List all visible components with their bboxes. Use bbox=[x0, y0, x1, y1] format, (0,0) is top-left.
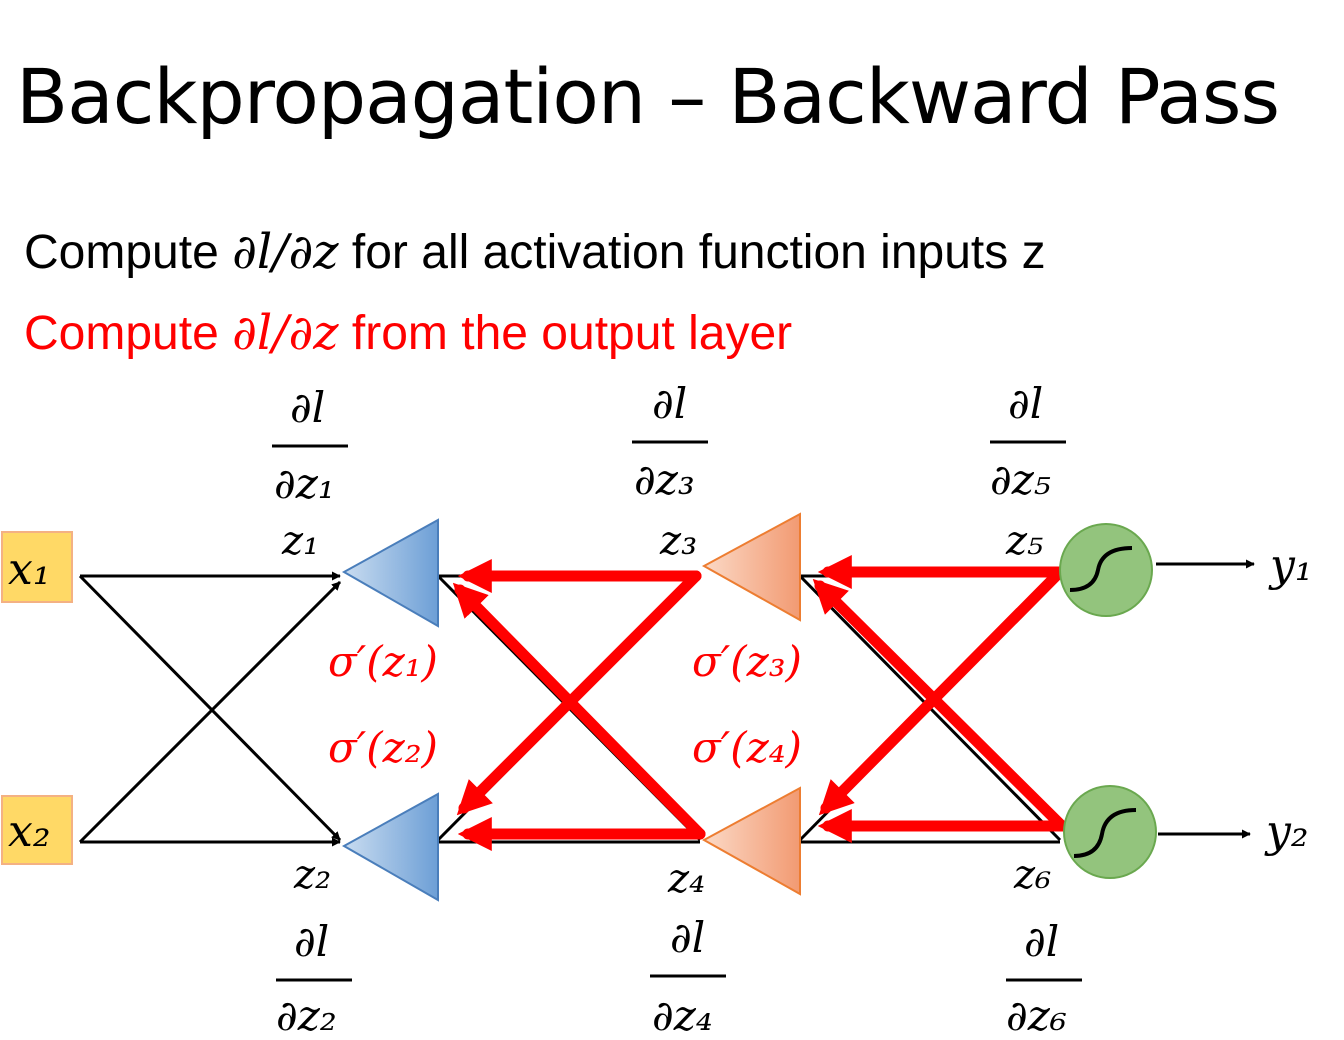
grad-den-6: ∂z₆ bbox=[1006, 991, 1067, 1040]
grad-num-2: ∂l bbox=[294, 917, 329, 966]
subtitle-line-1: Compute ∂l/∂z for all activation functio… bbox=[24, 224, 1046, 280]
grad-den-4: ∂z₄ bbox=[652, 991, 713, 1040]
grad-den-3: ∂z₃ bbox=[634, 455, 695, 504]
output-neuron-2 bbox=[1063, 785, 1157, 879]
x2-label: x₂ bbox=[8, 806, 50, 857]
back-z5-z4 bbox=[818, 566, 1066, 816]
edge-x1-z2 bbox=[78, 574, 342, 842]
input-x2: x₂ bbox=[1, 795, 73, 865]
z5-label: z₅ bbox=[1005, 518, 1043, 564]
neuron-triangle-4 bbox=[701, 786, 801, 896]
grad-fraction-2: ∂l ∂z₂ bbox=[276, 917, 352, 1040]
grad-num-5: ∂l bbox=[1008, 379, 1043, 428]
line1-suffix: for all activation function inputs z bbox=[338, 226, 1046, 279]
grad-num-4: ∂l bbox=[670, 913, 705, 962]
back-z3-z2 bbox=[456, 570, 702, 816]
neuron-triangle-1 bbox=[341, 518, 439, 628]
sigma-z4-label: σ′(z₄) bbox=[692, 723, 802, 772]
back-z6-z3 bbox=[812, 578, 1068, 832]
grad-num-6: ∂l bbox=[1024, 917, 1059, 966]
grad-den-5: ∂z₅ bbox=[990, 455, 1051, 504]
line2-suffix: from the output layer bbox=[338, 307, 793, 360]
grad-fraction-1: ∂l ∂z₁ bbox=[272, 383, 348, 508]
z4-label: z₄ bbox=[667, 856, 705, 902]
x1-label: x₁ bbox=[8, 544, 50, 595]
line1-math: ∂l/∂z bbox=[232, 224, 339, 280]
sigmoid-icon bbox=[1069, 546, 1133, 592]
line2-math: ∂l/∂z bbox=[232, 305, 339, 361]
grad-num-1: ∂l bbox=[290, 383, 325, 432]
sigma-z1-label: σ′(z₁) bbox=[328, 637, 438, 686]
back-z4-z1 bbox=[452, 582, 706, 840]
sigma-z3-label: σ′(z₃) bbox=[692, 637, 802, 686]
grad-den-1: ∂z₁ bbox=[274, 459, 335, 508]
z-labels: z₁ z₂ z₃ z₄ z₅ z₆ bbox=[281, 518, 1051, 902]
sigmoid-icon bbox=[1073, 808, 1137, 858]
grad-den-2: ∂z₂ bbox=[276, 991, 337, 1040]
sigma-labels: σ′(z₁) σ′(z₂) σ′(z₃) σ′(z₄) bbox=[328, 637, 802, 772]
line1-prefix: Compute bbox=[24, 226, 233, 279]
line2-prefix: Compute bbox=[24, 307, 233, 360]
grad-fraction-3: ∂l ∂z₃ bbox=[632, 379, 708, 504]
z2-label: z₂ bbox=[293, 852, 331, 898]
grad-fraction-4: ∂l ∂z₄ bbox=[650, 913, 726, 1040]
grad-num-3: ∂l bbox=[652, 379, 687, 428]
page-title: Backpropagation – Backward Pass bbox=[16, 52, 1280, 141]
edge-x2-z1 bbox=[78, 580, 342, 844]
neuron-triangle-2 bbox=[341, 792, 439, 902]
grad-fraction-6: ∂l ∂z₆ bbox=[1006, 917, 1082, 1040]
y2-label: y₂ bbox=[1264, 806, 1309, 857]
neuron-triangle-3 bbox=[701, 512, 801, 622]
y1-label: y₁ bbox=[1268, 540, 1313, 591]
sigma-z2-label: σ′(z₂) bbox=[328, 723, 438, 772]
z1-label: z₁ bbox=[281, 518, 319, 564]
z6-label: z₆ bbox=[1013, 852, 1051, 898]
backward-edges bbox=[452, 555, 1068, 851]
output-neuron-1 bbox=[1059, 523, 1153, 617]
z3-label: z₃ bbox=[659, 518, 697, 564]
grad-fraction-5: ∂l ∂z₅ bbox=[990, 379, 1066, 504]
subtitle-line-2: Compute ∂l/∂z from the output layer bbox=[24, 305, 792, 361]
input-x1: x₁ bbox=[1, 531, 73, 603]
